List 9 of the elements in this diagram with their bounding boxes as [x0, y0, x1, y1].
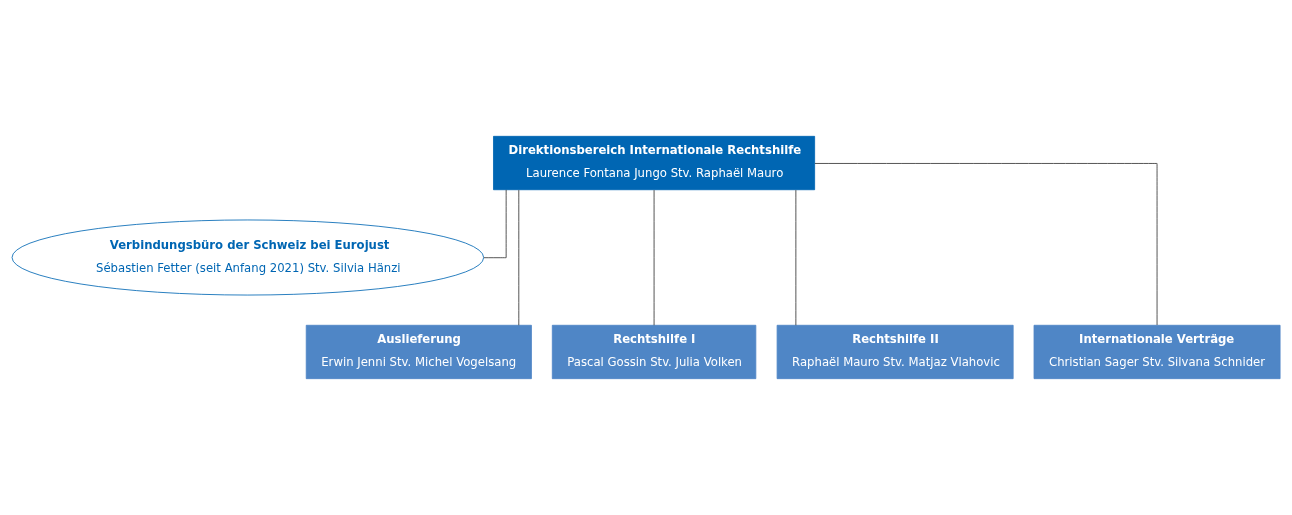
node-box: Rechtshilfe II Raphaël Mauro Stv. Matjaz Vlahovic	[776, 324, 1014, 380]
connector	[814, 163, 1158, 326]
node-box: Auslieferung Erwin Jenni Stv. Michel Vogelsang	[305, 324, 532, 380]
node-box: Internationale Verträge Christian Sager Stv. Silvana Schnider	[1033, 324, 1281, 380]
node-box: Direktionsbereich Internationale Rechtshilfe Laurence Fontana Jungo Stv. Raphaël Mauro	[493, 135, 816, 191]
node-ellipse: Verbindungsbüro der Schweiz bei Eurojust Sébastien Fetter (seit Anfang 2021) Stv. Silvia Hänzi	[11, 219, 485, 296]
node-box: Rechtshilfe I Pascal Gossin Stv. Julia Volken	[551, 324, 757, 380]
connector	[483, 189, 507, 259]
connector	[518, 189, 520, 326]
